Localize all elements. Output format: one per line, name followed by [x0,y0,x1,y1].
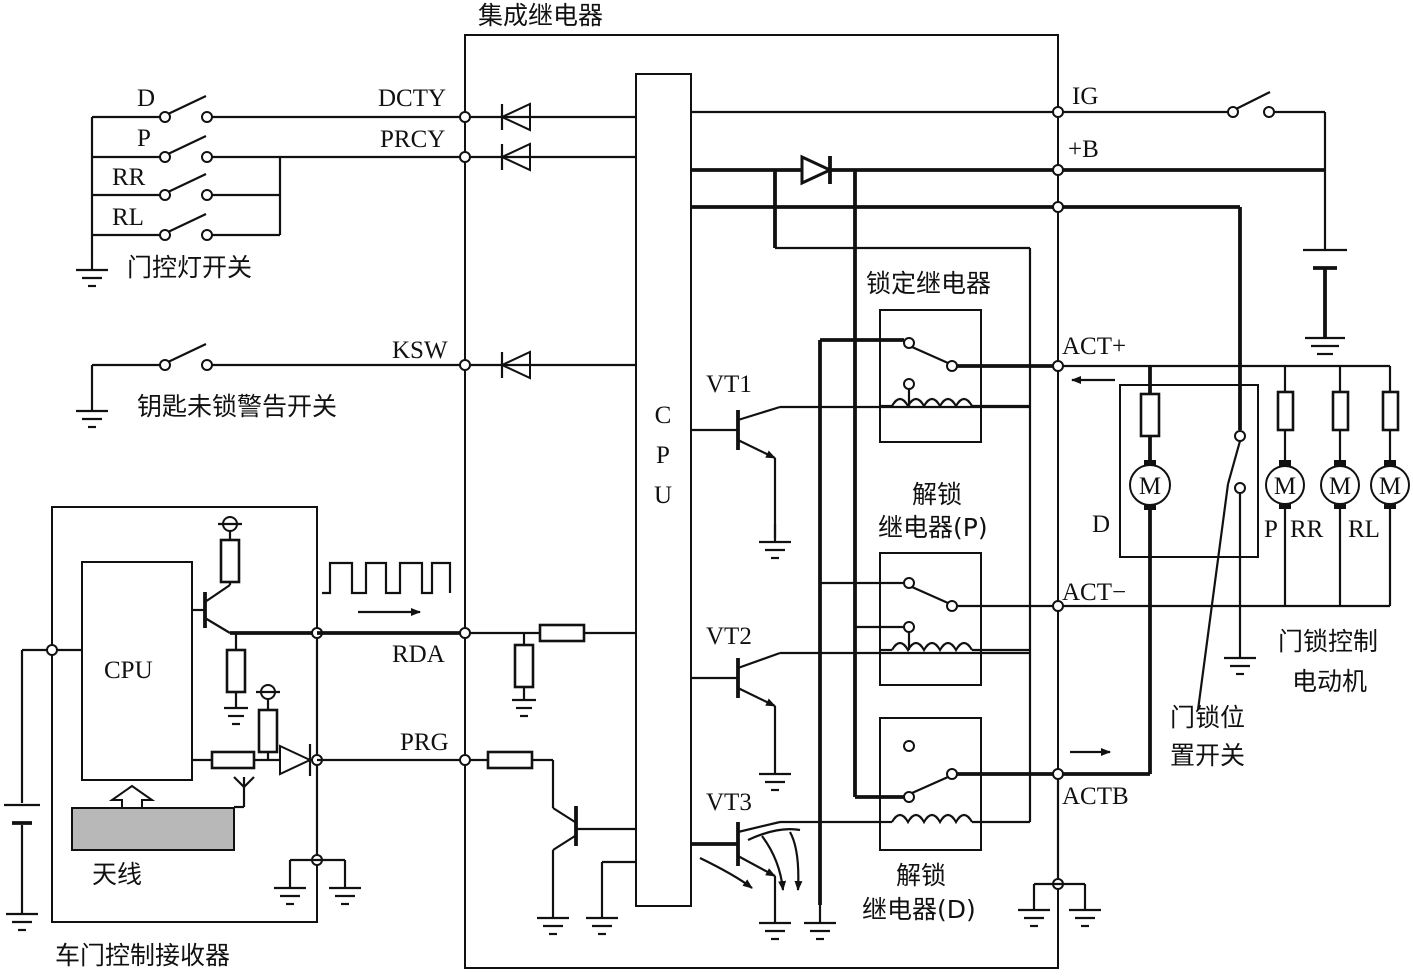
vt2-label: VT2 [706,623,752,650]
antenna-to-cpu-arrow [108,784,156,809]
relay-feed-diode [773,154,1032,822]
terminal-actb-label: ACTB [1062,783,1129,810]
motor-d-symbol: M [1139,473,1161,500]
lock-relay-box [879,309,982,443]
terminal-act-minus-label: ACT− [1062,579,1126,606]
motor-rl-symbol: M [1379,473,1401,500]
unlock-p-relay-label-2: 继电器(P) [878,513,988,542]
unlock-d-relay-label-1: 解锁 [896,861,946,890]
cpu-letter-u: U [654,482,672,509]
terminal-prcy-label: PRCY [380,126,445,153]
pulse-waveform [322,561,452,595]
cpu-letter-p: P [656,442,670,469]
terminal-act-plus-label: ACT+ [1062,333,1126,360]
receiver-cpu-label: CPU [104,657,153,684]
input-diodes [459,102,636,172]
motor-rr-symbol: M [1329,473,1351,500]
cpu-letter-c: C [655,402,672,429]
terminal-dcty-label: DCTY [378,85,446,112]
act-plus-terminal [1052,360,1064,372]
relay-cpu-block [635,73,692,907]
integrated-relay-label: 集成继电器 [478,1,603,30]
motor-group-label-2: 电动机 [1292,667,1367,696]
motor-p-label: P [1264,516,1278,543]
lock-relay-contacts [818,337,1053,905]
switch-rr-label: RR [112,164,146,191]
motor-rr-label: RR [1290,516,1324,543]
integrated-relay-box [464,34,1059,969]
unlock-p-relay-label-1: 解锁 [912,480,962,509]
motor-p-symbol: M [1274,473,1296,500]
receiver-title: 车门控制接收器 [55,941,230,970]
key-warning-switch [74,343,636,429]
terminal-rda-label: RDA [392,641,445,668]
lock-relay-label: 锁定继电器 [866,269,991,298]
switch-d-label: D [137,85,155,112]
receiver-cpu-block [81,561,193,781]
rda-line [317,623,636,718]
motor-group-label-1: 门锁控制 [1278,627,1378,656]
unlock-d-relay-box [879,717,982,851]
antenna-block [71,807,235,851]
relay-ground-right [1016,774,1103,928]
receiver-bus [272,627,363,906]
unlock-d-relay-label-2: 继电器(D) [862,895,976,924]
prg-line [317,750,636,936]
unlock-d-relay-contacts [855,740,1053,825]
motor-wiring [1063,207,1410,776]
actb-terminal [1052,768,1064,780]
antenna-label: 天线 [92,860,142,889]
terminal-b-plus-label: +B [1068,136,1099,163]
key-warning-switch-label: 钥匙未锁警告开关 [137,392,337,421]
terminal-ksw-label: KSW [392,337,448,364]
power-lines [691,91,1347,356]
terminal-prg-label: PRG [400,729,449,756]
receiver-output-stage [192,516,312,726]
transistor-vt1 [691,405,1030,560]
motor-rl-label: RL [1348,516,1380,543]
transistor-vt2 [691,651,1030,792]
switch-rl-label: RL [112,204,144,231]
motor-d-label: D [1092,511,1110,538]
unlock-p-relay-box [879,552,982,686]
receiver-diode-stage [192,684,313,809]
position-switch-label-1: 门锁位 [1170,703,1245,732]
transistor-vt3 [691,820,880,941]
door-lamp-switches [74,95,460,288]
vt1-label: VT1 [706,371,752,398]
unlock-p-relay-contacts [820,577,1053,653]
door-lamp-switch-label: 门控灯开关 [127,253,252,282]
receiver-battery [4,644,82,932]
terminal-ig-label: IG [1072,83,1098,110]
vt3-label: VT3 [706,789,752,816]
switch-p-label: P [137,125,151,152]
position-switch-label-2: 置开关 [1170,741,1245,770]
